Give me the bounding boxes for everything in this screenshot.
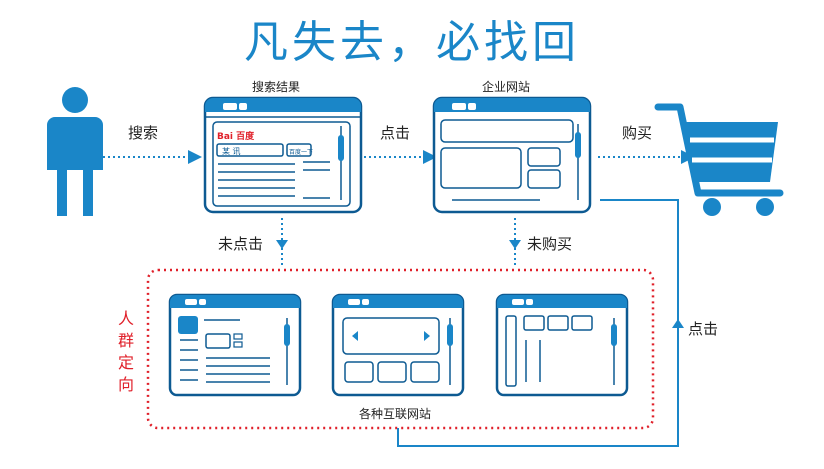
various-sites-label: 各种互联网站	[359, 407, 432, 421]
browser-window-icon	[432, 96, 592, 214]
edge-label-buy: 购买	[622, 124, 653, 142]
page-title: 凡失去，必找回	[244, 17, 580, 68]
person-icon	[47, 87, 103, 216]
edge-label-not-bought: 未购买	[527, 235, 573, 253]
browser-window-icon	[331, 293, 465, 397]
retargeting-label: 人群定向	[117, 309, 134, 394]
edge-label-search: 搜索	[128, 124, 159, 142]
shopping-cart-icon	[654, 103, 784, 216]
search-button-text: 百度一下	[289, 148, 313, 156]
baidu-logo: Bai 百度	[217, 130, 255, 142]
browser-window-icon	[495, 293, 629, 397]
edge-label-click: 点击	[380, 124, 411, 142]
edge-label-click-return: 点击	[688, 320, 719, 338]
browser-window-icon	[168, 293, 302, 397]
browser-window-icon	[203, 96, 363, 214]
company-site-label: 企业网站	[482, 80, 531, 94]
return-path	[397, 199, 679, 447]
search-results-label: 搜索结果	[252, 80, 301, 94]
search-box-text: 某 讯	[222, 147, 241, 156]
edge-label-not-clicked: 未点击	[218, 235, 264, 253]
